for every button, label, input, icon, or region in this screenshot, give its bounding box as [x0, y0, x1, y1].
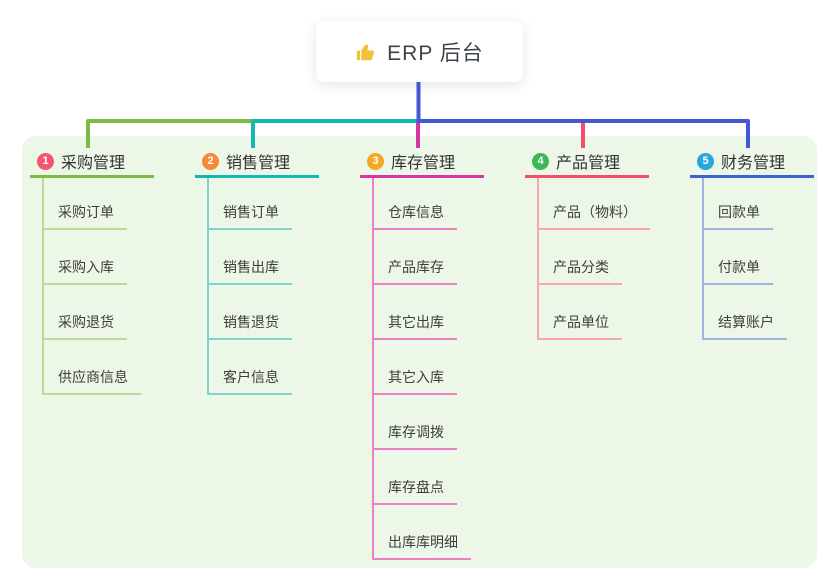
mindmap-panel	[22, 136, 817, 568]
branch-node-5[interactable]: 5 财务管理	[690, 147, 814, 178]
child-node[interactable]: 其它出库	[372, 312, 457, 340]
child-node[interactable]: 供应商信息	[42, 367, 141, 395]
child-node[interactable]: 库存盘点	[372, 477, 457, 505]
child-node[interactable]: 库存调拨	[372, 422, 457, 450]
child-node[interactable]: 付款单	[702, 257, 773, 285]
branch-node-4[interactable]: 4 产品管理	[525, 147, 649, 178]
branch-child-spine	[207, 178, 209, 395]
branch-node-1[interactable]: 1 采购管理	[30, 147, 154, 178]
child-node[interactable]: 结算账户	[702, 312, 787, 340]
branch-node-3[interactable]: 3 库存管理	[360, 147, 484, 178]
child-node[interactable]: 销售退货	[207, 312, 292, 340]
child-node[interactable]: 采购入库	[42, 257, 127, 285]
thumbs-up-icon	[355, 41, 377, 63]
child-node[interactable]: 仓库信息	[372, 202, 457, 230]
branch-label: 财务管理	[721, 155, 786, 172]
child-node[interactable]: 产品（物料）	[537, 202, 650, 230]
branch-badge: 4	[532, 152, 549, 170]
branch-node-2[interactable]: 2 销售管理	[195, 147, 319, 178]
child-node[interactable]: 回款单	[702, 202, 773, 230]
child-node[interactable]: 销售订单	[207, 202, 292, 230]
root-node-title: ERP 后台	[387, 41, 484, 65]
child-node[interactable]: 产品单位	[537, 312, 622, 340]
branch-badge: 1	[37, 152, 54, 170]
root-node-erp[interactable]: ERP 后台	[316, 21, 523, 82]
child-node[interactable]: 销售出库	[207, 257, 292, 285]
branch-badge: 2	[202, 152, 219, 170]
child-node[interactable]: 采购订单	[42, 202, 127, 230]
branch-child-spine	[42, 178, 44, 395]
branch-badge: 5	[697, 152, 714, 170]
branch-label: 产品管理	[556, 155, 621, 172]
branch-badge: 3	[367, 152, 384, 170]
branch-child-spine	[372, 178, 374, 560]
branch-label: 库存管理	[391, 155, 456, 172]
child-node[interactable]: 产品分类	[537, 257, 622, 285]
child-node[interactable]: 采购退货	[42, 312, 127, 340]
branch-child-spine	[702, 178, 704, 340]
branch-child-spine	[537, 178, 539, 340]
child-node[interactable]: 产品库存	[372, 257, 457, 285]
branch-label: 销售管理	[226, 155, 291, 172]
child-node[interactable]: 客户信息	[207, 367, 292, 395]
branch-label: 采购管理	[61, 155, 126, 172]
child-node[interactable]: 出库库明细	[372, 532, 471, 560]
child-node[interactable]: 其它入库	[372, 367, 457, 395]
